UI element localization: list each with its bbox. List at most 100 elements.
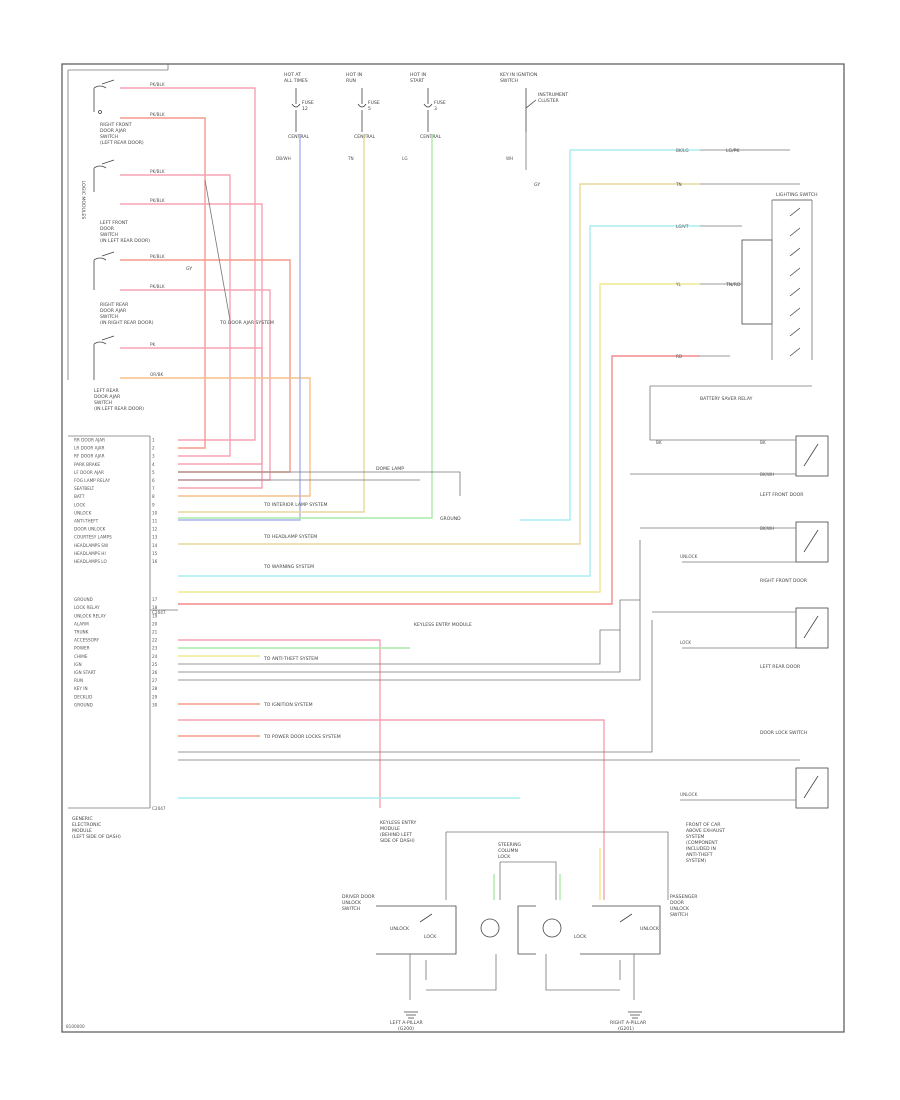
svg-text:TN: TN	[347, 156, 354, 161]
module-pin-label: ALARM	[74, 621, 89, 626]
svg-text:FUSE: FUSE	[434, 100, 446, 106]
svg-text:(LEFT REAR DOOR): (LEFT REAR DOOR)	[100, 140, 144, 146]
module-pin-label: LR DOOR AJAR	[74, 446, 105, 451]
module-pin-label: CHIME	[74, 654, 88, 659]
module-pin-label: UNLOCK	[74, 510, 92, 515]
svg-text:ALL TIMES: ALL TIMES	[284, 78, 308, 84]
svg-text:SWITCH: SWITCH	[100, 232, 118, 238]
module-pin-label: FOG LAMP RELAY	[74, 478, 111, 483]
svg-text:MODULE: MODULE	[380, 826, 400, 832]
module-pin-label: DOOR UNLOCK	[74, 527, 106, 532]
svg-text:LOCK: LOCK	[574, 934, 587, 940]
lighting-switch-block: LIGHTING SWITCH BK/LG TN LG/VT YL RD LG/…	[178, 148, 818, 605]
svg-text:TO IGNITION SYSTEM: TO IGNITION SYSTEM	[263, 702, 313, 708]
svg-text:UNLOCK: UNLOCK	[680, 554, 698, 559]
svg-text:(COMPONENT: (COMPONENT	[686, 840, 718, 846]
svg-text:RIGHT A-PILLAR: RIGHT A-PILLAR	[610, 1020, 647, 1026]
svg-text:PK/BLK: PK/BLK	[150, 82, 165, 87]
module-pin-number: 25	[152, 662, 158, 667]
svg-text:START: START	[410, 78, 424, 84]
svg-text:DOOR: DOOR	[100, 226, 115, 232]
svg-text:SWITCH: SWITCH	[500, 78, 518, 84]
module-lower-wires: TO INTERIOR LAMP SYSTEM TO HEADLAMP SYST…	[178, 466, 800, 848]
module-pin-label: SEATBELT	[74, 486, 95, 491]
module-pin-label: DECKLID	[74, 694, 92, 699]
svg-text:DOME LAMP: DOME LAMP	[376, 466, 404, 472]
svg-text:SYSTEM): SYSTEM)	[686, 858, 706, 864]
svg-text:GY: GY	[534, 182, 540, 188]
svg-text:DB/WH: DB/WH	[276, 156, 291, 161]
svg-text:HOT IN: HOT IN	[346, 72, 362, 78]
page-code: 8100000	[66, 1024, 85, 1029]
svg-text:5: 5	[368, 106, 371, 112]
right-door-switches: BATTERY SAVER RELAY LEFT FRONT DOOR RIGH…	[630, 385, 829, 809]
module-pin-label: RUN	[74, 678, 83, 683]
module-pin-number: 22	[152, 638, 158, 643]
svg-text:PK: PK	[150, 342, 156, 347]
svg-text:BK: BK	[760, 440, 766, 445]
svg-text:RIGHT FRONT DOOR: RIGHT FRONT DOOR	[760, 578, 808, 584]
module-connector: C2047 C2047 GENERIC ELECTRONIC MODULE (L…	[68, 435, 178, 840]
right-annotation: FRONT OF CAR ABOVE EXHAUST SYSTEM (COMPO…	[380, 820, 725, 864]
svg-text:TO ANTI-THEFT SYSTEM: TO ANTI-THEFT SYSTEM	[263, 656, 318, 662]
module-pin-number: 9	[152, 502, 155, 507]
module-pin-number: 23	[152, 646, 158, 651]
svg-text:MODULE: MODULE	[72, 828, 92, 834]
lf-door-switch: LEFT FRONT DOOR SWITCH (IN LEFT REAR DOO…	[93, 159, 150, 244]
module-pin-label: BATT	[74, 494, 85, 499]
svg-text:(IN RIGHT REAR DOOR): (IN RIGHT REAR DOOR)	[100, 320, 154, 326]
module-pin-number: 10	[152, 510, 158, 515]
svg-text:TO POWER DOOR LOCKS SYSTEM: TO POWER DOOR LOCKS SYSTEM	[263, 734, 341, 740]
svg-text:SYSTEM: SYSTEM	[686, 834, 704, 840]
key-in-ignition-switch: KEY IN IGNITION SWITCH INSTRUMENT CLUSTE…	[500, 72, 568, 188]
svg-text:DOOR AJAR: DOOR AJAR	[100, 128, 127, 134]
svg-text:ELECTRONIC: ELECTRONIC	[72, 822, 101, 828]
module-pin-label: KEY IN	[74, 686, 88, 691]
svg-text:UNLOCK: UNLOCK	[670, 906, 690, 912]
svg-text:DOOR AJAR: DOOR AJAR	[94, 394, 121, 400]
svg-text:BK/LG: BK/LG	[676, 148, 689, 153]
module-pin-label: ANTI-THEFT	[74, 519, 99, 524]
module-pin-label: IGN START	[74, 670, 96, 675]
svg-text:(BEHIND LEFT: (BEHIND LEFT	[380, 832, 412, 838]
svg-text:GROUND: GROUND	[440, 516, 461, 522]
svg-text:RIGHT FRONT: RIGHT FRONT	[100, 122, 132, 128]
svg-text:STEERING: STEERING	[498, 842, 522, 848]
module-pin-label: POWER	[74, 646, 90, 651]
rf-door-switch: RIGHT FRONT DOOR AJAR SWITCH (LEFT REAR …	[93, 79, 144, 146]
svg-text:DRIVER DOOR: DRIVER DOOR	[342, 894, 376, 900]
module-pin-label: RR DOOR AJAR	[74, 438, 105, 443]
module-pin-number: 24	[152, 654, 158, 659]
module-pin-number: 4	[152, 462, 155, 467]
module-pin-number: 3	[152, 454, 155, 459]
svg-text:12: 12	[302, 106, 308, 112]
svg-text:YL: YL	[675, 282, 682, 287]
svg-text:DOOR: DOOR	[670, 900, 685, 906]
module-pin-label: LOCK RELAY	[74, 605, 100, 610]
svg-text:LEFT REAR DOOR: LEFT REAR DOOR	[760, 664, 801, 670]
svg-text:CENTRAL: CENTRAL	[420, 134, 442, 140]
svg-text:SWITCH: SWITCH	[94, 400, 112, 406]
svg-text:UNLOCK: UNLOCK	[680, 792, 698, 797]
svg-text:BK/WH: BK/WH	[760, 472, 774, 477]
svg-text:TO HEADLAMP SYSTEM: TO HEADLAMP SYSTEM	[263, 534, 317, 540]
svg-text:FUSE: FUSE	[302, 100, 314, 106]
module-pin-label: RF DOOR AJAR	[74, 454, 105, 459]
svg-text:HOT IN: HOT IN	[410, 72, 426, 78]
module-pin-number: 12	[152, 527, 158, 532]
module-pin-label: GROUND	[74, 597, 93, 602]
svg-text:CENTRAL: CENTRAL	[354, 134, 376, 140]
module-pin-number: 11	[152, 519, 158, 524]
svg-text:PK/BLK: PK/BLK	[150, 284, 165, 289]
svg-text:COLUMN: COLUMN	[498, 848, 518, 854]
module-pin-number: 8	[152, 494, 155, 499]
module-pin-number: 15	[152, 551, 158, 556]
svg-text:CENTRAL: CENTRAL	[288, 134, 310, 140]
svg-text:WH: WH	[506, 156, 513, 161]
svg-text:(G201): (G201)	[618, 1026, 634, 1032]
module-pin-number: 21	[152, 630, 158, 635]
svg-text:KEYLESS ENTRY: KEYLESS ENTRY	[380, 820, 417, 826]
module-pin-label: HEADLAMPS SW	[74, 543, 108, 548]
svg-text:INSTRUMENT: INSTRUMENT	[538, 92, 568, 98]
svg-text:SWITCH: SWITCH	[670, 912, 688, 918]
